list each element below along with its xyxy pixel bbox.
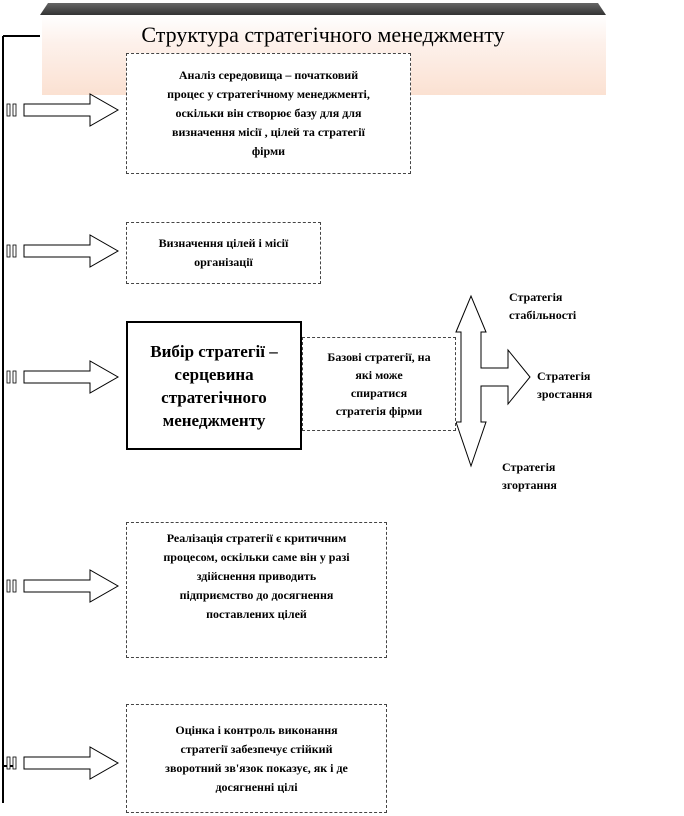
step-evaluation-line: зворотний зв'язок показує, як і де [165, 760, 348, 775]
step-choice-line: менеджменту [162, 410, 266, 430]
step-analysis-line: визначення місії , цілей та стратегії [172, 125, 365, 139]
step-analysis-line: Аналіз середовища – початковий [178, 68, 359, 82]
strategy-reduction-line: Стратегія [502, 460, 556, 474]
step-goals-box: Визначення цілей і місії організації [126, 222, 321, 284]
step-implementation-line: здійснення приводить [196, 569, 317, 583]
arrow-step-3 [6, 360, 120, 394]
arrow-step-5 [6, 746, 120, 780]
step-analysis-line: фірми [251, 144, 286, 158]
step-implementation-box: Реалізація стратегії є критичним процесо… [126, 522, 387, 658]
three-way-arrow [455, 294, 531, 468]
step-choice-line: Вибір стратегії – [150, 341, 278, 361]
base-strategies-line: спиратися [350, 386, 408, 400]
strategy-growth-line: зростання [537, 387, 593, 401]
base-strategies-line: стратегія фірми [335, 404, 423, 418]
strategy-reduction-label: Стратегія згортання [502, 458, 557, 494]
step-goals-line: організації [194, 255, 253, 269]
base-strategies-box: Базові стратегії, на які може спиратися … [302, 337, 456, 431]
step-implementation-line: процесом, оскільки саме він у разі [163, 550, 350, 564]
strategy-stability-line: стабільності [509, 308, 577, 322]
strategy-stability-label: Стратегія стабільності [509, 288, 576, 324]
title-banner-bevel [40, 3, 606, 15]
step-analysis-box: Аналіз середовища – початковий процес у … [126, 53, 411, 174]
step-evaluation-line: досягненні цілі [215, 779, 298, 794]
step-goals-line: Визначення цілей і місії [158, 236, 289, 250]
arrow-step-2 [6, 234, 120, 268]
base-strategies-line: які може [355, 368, 403, 382]
base-strategies-line: Базові стратегії, на [327, 350, 431, 364]
step-evaluation-line: Оцінка і контроль виконання [175, 722, 338, 737]
step-implementation-line: поставлених цілей [206, 607, 307, 621]
step-evaluation-line: стратегії забезпечує стійкий [180, 741, 333, 756]
step-implementation-line: підприємство до досягнення [179, 588, 334, 602]
arrow-step-1 [6, 93, 120, 127]
step-strategy-choice-box: Вибір стратегії – серцевина стратегічног… [126, 321, 302, 450]
step-choice-line: серцевина [174, 364, 254, 384]
strategy-reduction-line: згортання [502, 478, 557, 492]
arrow-step-4 [6, 569, 120, 603]
step-choice-line: стратегічного [161, 387, 267, 407]
step-implementation-line: Реалізація стратегії є критичним [166, 531, 347, 545]
diagram-title: Структура стратегічного менеджменту [141, 22, 505, 47]
strategy-stability-line: Стратегія [509, 290, 563, 304]
strategy-growth-label: Стратегія зростання [537, 367, 592, 403]
strategy-growth-line: Стратегія [537, 369, 591, 383]
step-analysis-line: оскільки він створює базу для для [175, 106, 362, 120]
step-analysis-line: процес у стратегічному менеджменті, [167, 87, 370, 101]
step-evaluation-box: Оцінка і контроль виконання стратегії за… [126, 704, 387, 813]
